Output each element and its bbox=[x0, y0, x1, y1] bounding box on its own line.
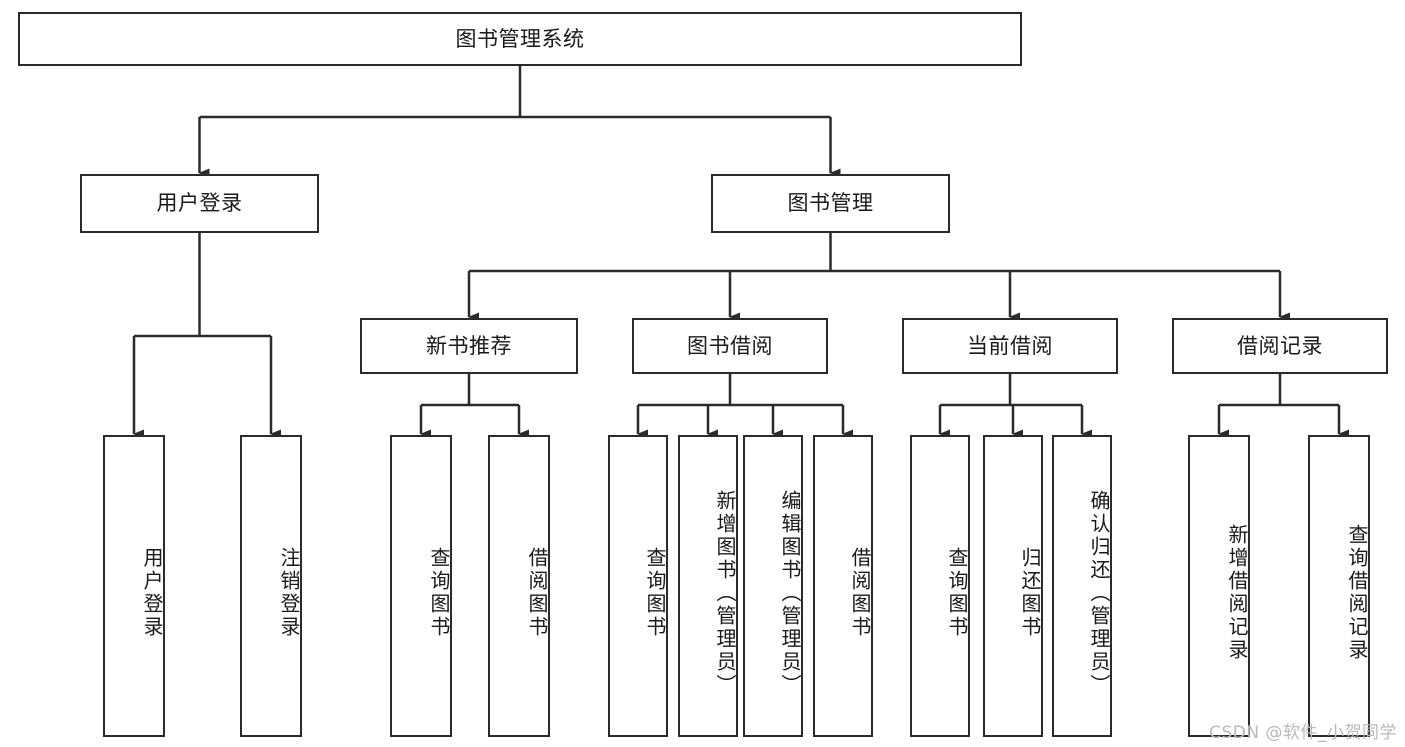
node-label: 用户登录 bbox=[156, 191, 243, 216]
node-leaf-borrow-book-2[interactable]: 借阅图书 bbox=[813, 435, 873, 737]
node-leaf-add-borrow-record[interactable]: 新增借阅记录 bbox=[1188, 435, 1250, 737]
node-leaf-borrow-book-1[interactable]: 借阅图书 bbox=[488, 435, 550, 737]
node-label: 图书借阅 bbox=[687, 333, 773, 358]
node-label: 新增借阅记录 bbox=[1225, 524, 1249, 662]
node-leaf-logout[interactable]: 注销登录 bbox=[240, 435, 302, 737]
node-label: 查询图书 bbox=[945, 547, 969, 639]
node-leaf-return-book[interactable]: 归还图书 bbox=[983, 435, 1043, 737]
node-leaf-confirm-return[interactable]: 确认归还（管理员） bbox=[1052, 435, 1112, 737]
node-label: 图书管理 bbox=[787, 191, 874, 216]
node-user-login[interactable]: 用户登录 bbox=[80, 174, 319, 233]
node-borrow-record[interactable]: 借阅记录 bbox=[1172, 318, 1388, 374]
node-label: 查询图书 bbox=[427, 547, 451, 639]
node-book-manage[interactable]: 图书管理 bbox=[711, 174, 950, 233]
node-new-book-recommend[interactable]: 新书推荐 bbox=[360, 318, 578, 374]
node-leaf-add-book[interactable]: 新增图书（管理员） bbox=[678, 435, 738, 737]
node-current-borrow[interactable]: 当前借阅 bbox=[902, 318, 1118, 374]
node-label: 图书管理系统 bbox=[455, 26, 585, 51]
node-label: 新书推荐 bbox=[426, 333, 512, 358]
node-root[interactable]: 图书管理系统 bbox=[18, 12, 1022, 66]
node-label: 查询借阅记录 bbox=[1345, 524, 1369, 662]
node-leaf-user-login[interactable]: 用户登录 bbox=[103, 435, 165, 737]
node-leaf-query-book-3[interactable]: 查询图书 bbox=[910, 435, 970, 737]
watermark: CSDN @软件_小贺同学 bbox=[1209, 723, 1397, 743]
node-leaf-edit-book[interactable]: 编辑图书（管理员） bbox=[743, 435, 803, 737]
node-leaf-query-borrow-record[interactable]: 查询借阅记录 bbox=[1308, 435, 1370, 737]
node-label: 当前借阅 bbox=[967, 333, 1053, 358]
node-label: 借阅图书 bbox=[848, 547, 872, 639]
node-label: 借阅记录 bbox=[1237, 333, 1323, 358]
node-label: 确认归还（管理员） bbox=[1087, 489, 1111, 697]
node-label: 注销登录 bbox=[277, 547, 301, 639]
node-leaf-query-book-1[interactable]: 查询图书 bbox=[390, 435, 452, 737]
node-label: 查询图书 bbox=[643, 547, 667, 639]
node-label: 新增图书（管理员） bbox=[713, 489, 737, 697]
node-label: 编辑图书（管理员） bbox=[778, 489, 802, 697]
node-label: 用户登录 bbox=[140, 547, 164, 639]
node-book-borrow[interactable]: 图书借阅 bbox=[632, 318, 828, 374]
node-label: 归还图书 bbox=[1018, 547, 1042, 639]
node-leaf-query-book-2[interactable]: 查询图书 bbox=[608, 435, 668, 737]
node-label: 借阅图书 bbox=[525, 547, 549, 639]
